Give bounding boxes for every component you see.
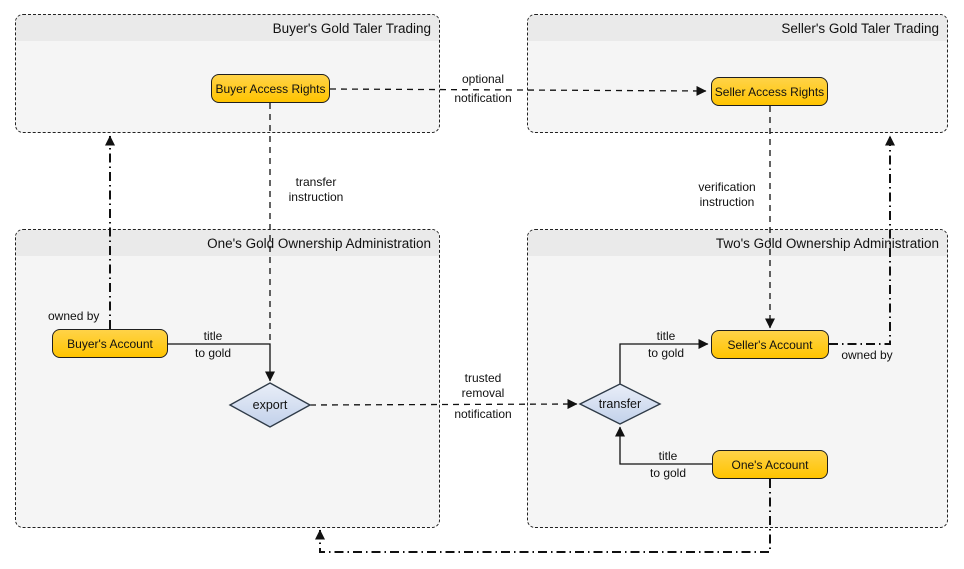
- node-ones-account: One's Account: [712, 450, 828, 479]
- edge-label-line: removal: [461, 386, 505, 400]
- edge-label-line: to gold: [647, 346, 685, 360]
- edge-label-transfer-instruction: transfer instruction: [276, 175, 356, 205]
- frame-header: Buyer's Gold Taler Trading: [16, 15, 439, 41]
- edge-label-line: owned by: [841, 348, 893, 362]
- frame-title: Buyer's Gold Taler Trading: [272, 20, 431, 36]
- transfer-decision-label: transfer: [599, 397, 641, 411]
- node-seller-access-rights: Seller Access Rights: [711, 77, 828, 106]
- edge-trusted-loop: [315, 479, 771, 553]
- edge-label-line: title: [658, 449, 678, 463]
- edge-title-to-gold-buyer: [168, 343, 275, 382]
- export-decision-shape: [228, 382, 312, 428]
- edge-label-title-to-gold-one: title to gold: [639, 449, 697, 481]
- edge-title-to-gold-one: [615, 426, 712, 465]
- frame-buyers-trading: Buyer's Gold Taler Trading: [15, 14, 440, 133]
- node-buyers-account: Buyer's Account: [52, 329, 168, 358]
- edge-label-line: optional: [461, 72, 505, 86]
- edge-label-line: to gold: [194, 346, 232, 360]
- edge-label-line: title: [203, 329, 223, 343]
- transfer-decision-shape: [578, 383, 662, 425]
- edge-title-to-gold-seller: [619, 339, 709, 385]
- edge-label-trusted-removal-notification: trusted removal notification: [441, 371, 525, 422]
- edge-label-line: notification: [454, 91, 512, 105]
- edge-label-title-to-gold-seller: title to gold: [637, 329, 695, 361]
- frame-ones-admin: One's Gold Ownership Administration: [15, 229, 440, 528]
- edge-label-line: to gold: [649, 466, 687, 480]
- node-sellers-account: Seller's Account: [711, 330, 829, 359]
- edge-label-title-to-gold-buyer: title to gold: [184, 329, 242, 361]
- edge-owned-by-seller: [829, 135, 895, 345]
- frame-sellers-trading: Seller's Gold Taler Trading: [527, 14, 948, 133]
- edge-optional-notification: [329, 85, 707, 96]
- edge-label-line: title: [656, 329, 676, 343]
- edge-label-owned-by-buyer: owned by: [48, 309, 104, 324]
- edge-label-line: notification: [454, 407, 512, 421]
- frame-header: Seller's Gold Taler Trading: [528, 15, 947, 41]
- edge-trusted-removal-notification: [309, 399, 578, 410]
- edge-label-optional-notification: optional notification: [441, 72, 525, 106]
- edge-label-owned-by-seller: owned by: [838, 348, 896, 363]
- frame-title: Two's Gold Ownership Administration: [715, 235, 939, 251]
- edge-label-line: transfer: [295, 175, 337, 189]
- edge-label-line: trusted: [464, 371, 502, 385]
- edge-label-verification-instruction: verification instruction: [688, 180, 766, 210]
- edge-label-line: verification: [698, 180, 756, 194]
- edge-label-line: instruction: [699, 195, 755, 209]
- frame-header: Two's Gold Ownership Administration: [528, 230, 947, 256]
- edge-label-line: instruction: [288, 190, 344, 204]
- frame-title: Seller's Gold Taler Trading: [781, 20, 939, 36]
- node-buyer-access-rights: Buyer Access Rights: [211, 74, 330, 103]
- frame-header: One's Gold Ownership Administration: [16, 230, 439, 256]
- edge-label-line: owned by: [48, 309, 100, 323]
- export-decision-label: export: [253, 398, 288, 412]
- frame-title: One's Gold Ownership Administration: [207, 235, 431, 251]
